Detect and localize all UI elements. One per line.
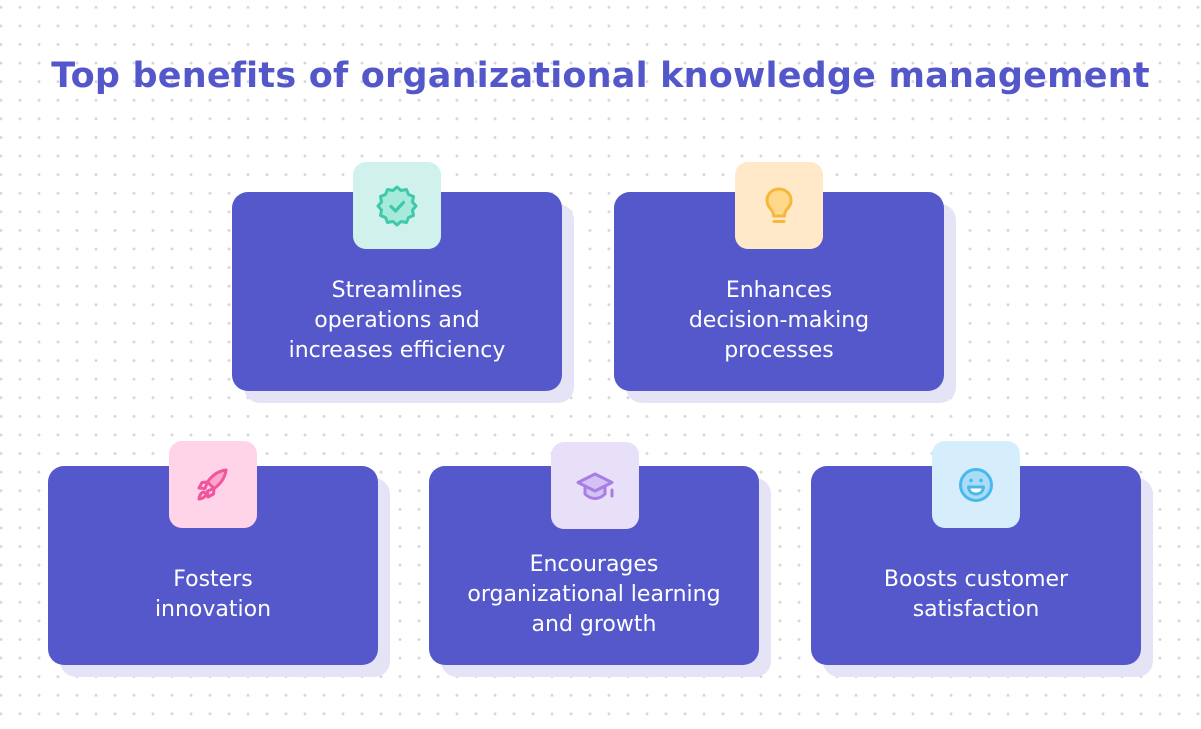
icon-tile-learning bbox=[551, 442, 639, 529]
card-label: Boosts customer satisfaction bbox=[883, 566, 1069, 622]
card-label: Encourages organizational learning and g… bbox=[467, 551, 721, 637]
smiley-icon bbox=[959, 467, 993, 502]
page-title: Top benefits of organizational knowledge… bbox=[51, 56, 1150, 96]
rocket-icon bbox=[197, 468, 228, 500]
card-body: Encourages organizational learning and g… bbox=[429, 466, 759, 665]
lightbulb-icon bbox=[765, 187, 793, 223]
graduation-cap-icon bbox=[576, 472, 614, 500]
icon-tile-innovation bbox=[169, 441, 257, 528]
card-label: Fosters innovation bbox=[154, 566, 272, 622]
icon-tile-decision-making bbox=[735, 162, 823, 249]
benefit-card-learning: Encourages organizational learning and g… bbox=[429, 466, 771, 677]
card-label: Streamlines operations and increases eff… bbox=[288, 277, 506, 363]
card-label: Enhances decision-making processes bbox=[688, 277, 870, 363]
icon-tile-customer-satisfaction bbox=[932, 441, 1020, 528]
icon-tile-efficiency bbox=[353, 162, 441, 249]
badge-check-icon bbox=[376, 185, 418, 226]
benefit-card-decision-making: Enhances decision-making processes bbox=[614, 192, 956, 403]
